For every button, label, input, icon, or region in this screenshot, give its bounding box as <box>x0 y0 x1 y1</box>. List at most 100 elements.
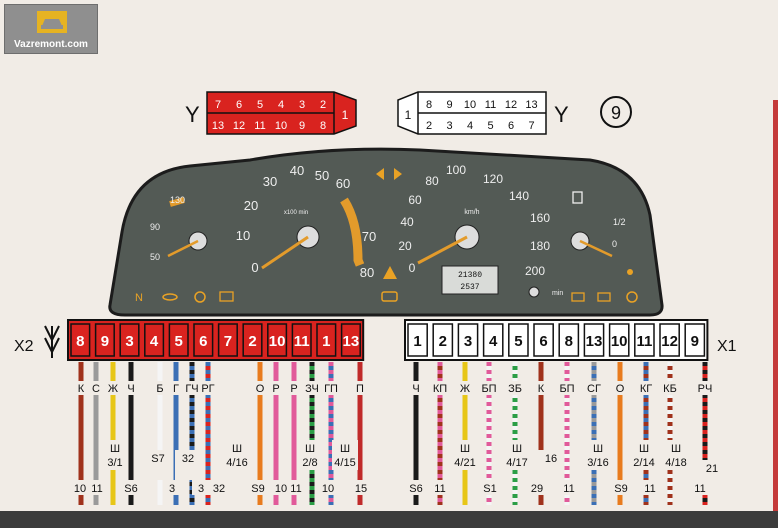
x2-pin-cell <box>291 323 312 357</box>
warning-triangle-icon <box>383 266 397 279</box>
tacho-label: 40 <box>290 163 304 178</box>
trc-pin: 9 <box>446 99 452 111</box>
x2-pin-number: 1 <box>322 333 330 350</box>
x1-wire-code: СГ <box>587 383 601 395</box>
mark-bg <box>663 440 689 470</box>
x2-wire-code: С <box>92 383 100 395</box>
speed-label: 0 <box>409 261 416 275</box>
x1-wire-code: К <box>538 383 545 395</box>
trc-end-pin: 1 <box>405 108 412 122</box>
figure-circle <box>600 96 632 128</box>
fuel-gauge: 0 1/2 <box>570 191 626 258</box>
figure-number: 9 <box>611 103 621 123</box>
label-bg <box>322 381 340 395</box>
temp-label-130: 130 <box>170 195 185 205</box>
x1-pin-cell <box>583 323 605 357</box>
x1-wire-code: Ж <box>460 383 470 395</box>
x2-pin-cell <box>94 323 115 357</box>
label-bg <box>285 381 303 395</box>
page-bottom-bar <box>0 511 778 528</box>
tlc-pin: 12 <box>233 120 245 132</box>
warning-lamps: N <box>135 168 638 304</box>
label-bg <box>612 480 630 495</box>
tacho-label: 50 <box>315 168 329 183</box>
mark-bg <box>538 450 564 480</box>
speed-label: 180 <box>530 239 550 253</box>
tlc-pin: 7 <box>215 99 221 111</box>
brake-lamp-icon <box>194 291 206 303</box>
speed-label: 120 <box>483 172 503 186</box>
x1-pin-number: 8 <box>565 333 573 350</box>
x1-conn-mark: 4/21 <box>454 457 475 469</box>
x2-wire-code: Г <box>173 383 179 395</box>
x2-wire-code: О <box>256 383 265 395</box>
tlc-pin: 8 <box>320 120 326 132</box>
tacho-label: 10 <box>236 228 250 243</box>
label-bg <box>611 381 629 395</box>
label-bg <box>287 480 305 495</box>
trc-pin: 8 <box>426 99 432 111</box>
mark-bg <box>102 440 128 470</box>
x1-wire-code: РЧ <box>698 383 713 395</box>
x2-pin-cell <box>168 323 189 357</box>
label-bg <box>558 381 576 395</box>
x1-label: X1 <box>717 338 737 355</box>
temp-label-50: 50 <box>150 252 160 262</box>
headlight-lamp-icon <box>571 292 585 302</box>
tacho-label: 70 <box>362 229 376 244</box>
x1-bottom-code: 11 <box>694 483 705 495</box>
x2-bottom-code: 32 <box>213 483 225 495</box>
speed-label: 200 <box>525 264 545 278</box>
fuel-pump-icon <box>572 191 583 204</box>
hazard-lamp-icon <box>626 291 638 303</box>
x2-conn-mark: Ш <box>305 443 315 455</box>
trc-pin: 11 <box>485 99 496 111</box>
x2-bottom-code: S6 <box>124 483 137 495</box>
label-bg <box>88 480 106 495</box>
x2-bottom-code: 10 <box>275 483 287 495</box>
x2-bottom-code: 11 <box>290 483 301 495</box>
label-bg <box>122 381 140 395</box>
mark-bg <box>631 440 657 470</box>
label-bg <box>122 480 140 495</box>
x2-pin-cell <box>144 323 165 357</box>
x1-wire-code: КБ <box>663 383 677 395</box>
y-mark-right: Y <box>554 102 569 127</box>
x1-conn-mark: 16 <box>545 453 557 465</box>
label-bg <box>506 381 524 395</box>
label-bg <box>456 381 474 395</box>
x1-conn-mark: 3/16 <box>587 457 608 469</box>
x1-pin-cell <box>457 323 479 357</box>
speed-label: 160 <box>530 211 550 225</box>
x1-pin-cell <box>407 323 428 357</box>
x2-pin-number: 6 <box>199 333 207 350</box>
tlc-pin: 5 <box>257 99 263 111</box>
x1-conn-mark: Ш <box>671 443 681 455</box>
trc-pin: 10 <box>464 99 476 111</box>
trc-pin: 5 <box>487 120 493 132</box>
turn-signal-icon <box>376 168 402 180</box>
tlc-pin: 10 <box>275 120 287 132</box>
label-bg <box>272 480 290 495</box>
x1-pin-cell <box>659 323 680 357</box>
label-bg <box>87 381 105 395</box>
x1-pin-number: 1 <box>413 333 421 350</box>
battery-lamp-icon <box>219 291 234 302</box>
label-bg <box>267 381 285 395</box>
trc-pin: 3 <box>446 120 452 132</box>
x2-wire-code: Ж <box>108 383 118 395</box>
label-bg <box>251 381 269 395</box>
x2-bottom-code: 10 <box>74 483 86 495</box>
x1-bottom-code: 29 <box>531 483 543 495</box>
x2-pin-number: 2 <box>248 333 256 350</box>
mark-bg <box>175 450 201 480</box>
label-bg <box>585 381 603 395</box>
x1-conn-mark: 4/17 <box>506 457 527 469</box>
label-bg <box>249 480 267 495</box>
label-bg <box>167 381 185 395</box>
x2-conn-mark: 3/1 <box>107 457 122 469</box>
x1-wire-code: ЗБ <box>508 383 522 395</box>
x2-pin-number: 8 <box>76 333 84 350</box>
label-bg <box>163 480 181 495</box>
